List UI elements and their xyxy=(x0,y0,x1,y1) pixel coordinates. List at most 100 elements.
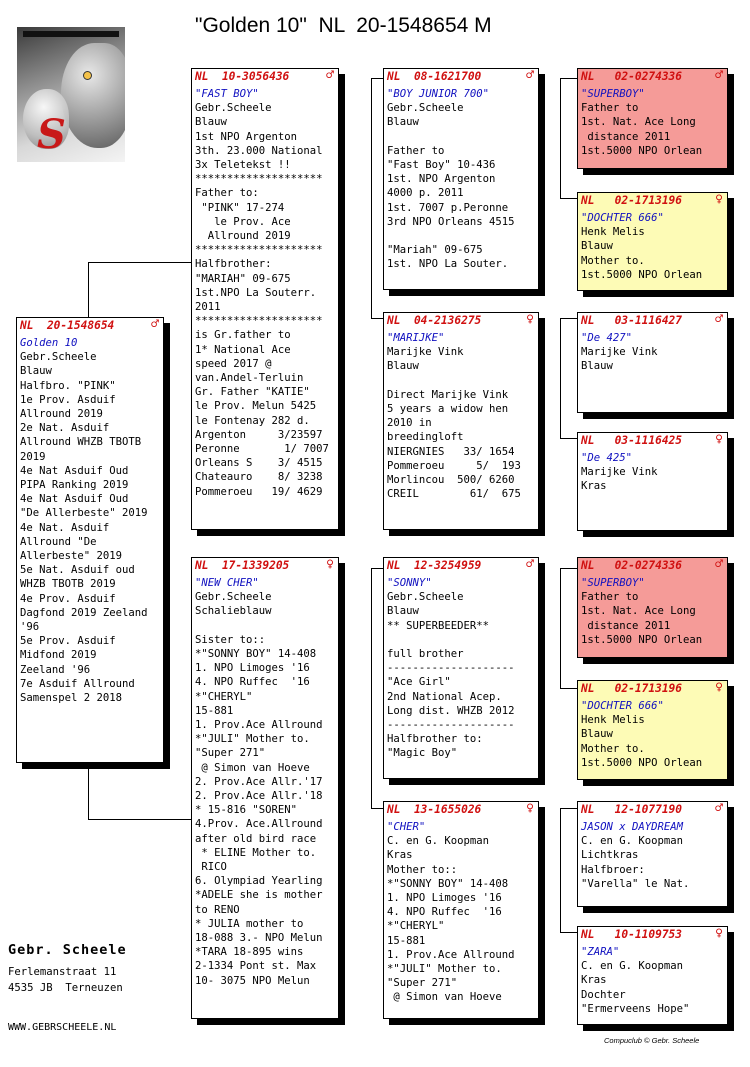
ring-text: NL 02-1713196 xyxy=(581,194,683,207)
ring-text: NL 10-3056436 xyxy=(195,70,290,83)
detail-line: 2nd National Acep. xyxy=(387,690,502,703)
detail-line: le Fontenay 282 d. xyxy=(195,414,310,427)
detail-line: "De Allerbeste" 2019 xyxy=(20,507,148,520)
detail-line: 1st. NPO La Souter. xyxy=(387,258,509,271)
detail-line: Gebr.Scheele xyxy=(387,102,464,115)
detail-line: Morlincou 500/ 6260 xyxy=(387,474,515,487)
detail-line: after old bird race xyxy=(195,832,317,845)
detail-line: Blauw xyxy=(581,360,613,373)
detail-line: Direct Marijke Vink xyxy=(387,388,509,401)
detail-line: ** SUPERBEEDER** xyxy=(387,619,490,632)
software-credit: Compuclub © Gebr. Scheele xyxy=(604,1036,700,1045)
bird-name: "SUPERBOY" xyxy=(581,577,645,589)
detail-line: Allround 2019 xyxy=(20,408,103,421)
ring-number: NL 02-1713196 ♀ xyxy=(578,193,727,208)
ring-text: NL 08-1621700 xyxy=(387,70,482,83)
ring-number: NL 03-1116425♀ xyxy=(578,433,727,448)
detail-line: 1st. Nat. Ace Long xyxy=(581,116,696,129)
detail-line: WHZB TBOTB 2019 xyxy=(20,578,116,591)
detail-line: "Super 271" xyxy=(195,747,266,760)
detail-line: * JULIA mother to xyxy=(195,917,304,930)
detail-line: 4. NPO Ruffec '16 xyxy=(195,676,310,689)
page-title: "Golden 10" NL 20-1548654 M xyxy=(195,14,492,37)
detail-line: C. en G. Koopman xyxy=(581,835,684,848)
breeder-street: Ferlemanstraat 11 xyxy=(8,966,117,978)
detail-line: Kras xyxy=(387,849,413,862)
detail-line: *"CHERYL" xyxy=(387,920,445,933)
detail-line: Zeeland '96 xyxy=(20,663,91,676)
detail-line: Long dist. WHZB 2012 xyxy=(387,704,515,717)
bird-name: "BOY JUNIOR 700" xyxy=(387,88,490,100)
ring-number: NL 10-1109753♀ xyxy=(578,927,727,942)
detail-line: Gebr.Scheele xyxy=(195,102,272,115)
detail-line: 7e Asduif Allround xyxy=(20,677,135,690)
sex-symbol-icon: ♂ xyxy=(151,317,159,332)
bird-name: "DOCHTER 666" xyxy=(581,700,664,712)
detail-line: 4000 p. 2011 xyxy=(387,187,464,200)
detail-line: "Ermerveens Hope" xyxy=(581,1002,690,1015)
sex-symbol-icon: ♂ xyxy=(715,312,723,327)
detail-line: van.Andel-Terluin xyxy=(195,372,304,385)
detail-line: "PINK" 17-274 xyxy=(195,201,285,214)
bird-name: Golden 10 xyxy=(20,337,78,349)
detail-line: ​ xyxy=(387,633,538,647)
detail-line: '96 xyxy=(20,621,40,634)
detail-line: speed 2017 @ xyxy=(195,357,272,370)
detail-line: Father to xyxy=(581,591,639,604)
detail-line: Peronne 1/ 7007 xyxy=(195,443,329,456)
bird-name: "NEW CHER" xyxy=(195,577,259,589)
bird-name: "SUPERBOY" xyxy=(581,88,645,100)
breeder-name: Gebr. Scheele xyxy=(8,942,127,958)
ring-text: NL 04-2136275 xyxy=(387,314,482,327)
detail-line: Orleans S 3/ 4515 xyxy=(195,457,323,470)
detail-line: 1. Prov.Ace Allround xyxy=(195,719,323,732)
ring-text: NL 02-0274336 xyxy=(581,559,683,572)
detail-line: Henk Melis xyxy=(581,226,645,239)
detail-line: *"SONNY BOY" 14-408 xyxy=(387,877,509,890)
detail-line: Dochter xyxy=(581,988,626,1001)
detail-line: Father to xyxy=(387,144,445,157)
detail-line: full brother xyxy=(387,648,464,661)
detail-line: Kras xyxy=(581,974,607,987)
detail-line: @ Simon van Hoeve xyxy=(195,761,310,774)
detail-line: 15-881 xyxy=(387,934,426,947)
detail-line: 2e Nat. Asduif xyxy=(20,422,110,435)
ring-text: NL 20-1548654 xyxy=(20,319,115,332)
detail-line: Mother to. xyxy=(581,254,645,267)
detail-line: C. en G. Koopman xyxy=(387,835,490,848)
detail-line: 4e Prov. Asduif xyxy=(20,592,116,605)
detail-line: 3x Teletekst !! xyxy=(195,159,291,172)
detail-line: 1. NPO Limoges '16 xyxy=(387,892,502,905)
website-link[interactable]: WWW.GEBRSCHEELE.NL xyxy=(8,1022,117,1033)
ring-number: NL 04-2136275♀ xyxy=(384,313,538,328)
sex-symbol-icon: ♂ xyxy=(526,557,534,572)
detail-line: -------------------- xyxy=(387,719,515,732)
detail-line: 1st. 7007 p.Peronne xyxy=(387,201,509,214)
ring-number: NL 10-3056436♂ xyxy=(192,69,338,84)
detail-line: @ Simon van Hoeve xyxy=(387,991,502,1004)
detail-line: Gebr.Scheele xyxy=(195,591,272,604)
sex-symbol-icon: ♂ xyxy=(715,557,723,572)
detail-line: le Prov. Ace xyxy=(195,215,291,228)
detail-line: "Ace Girl" xyxy=(387,676,451,689)
detail-line: Lichtkras xyxy=(581,849,639,862)
detail-line: 10- 3075 NPO Melun xyxy=(195,974,310,987)
sex-symbol-icon: ♀ xyxy=(715,192,723,207)
